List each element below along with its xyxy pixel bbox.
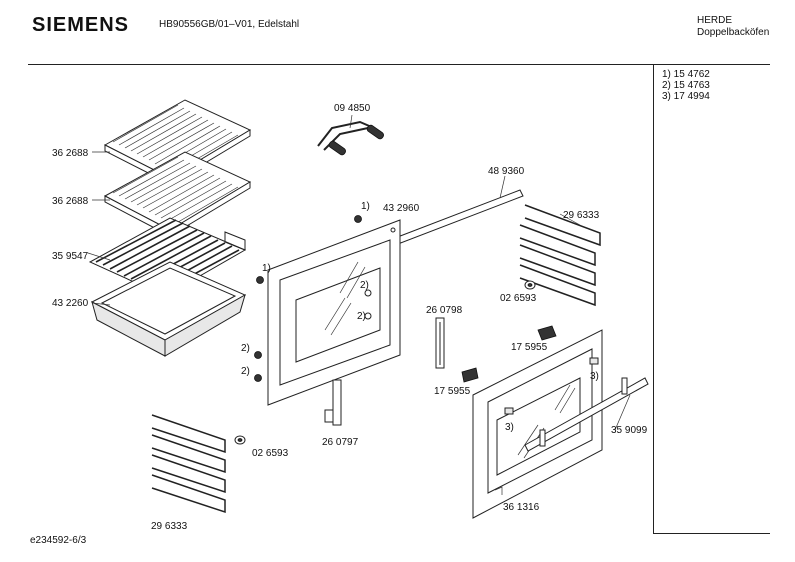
callout-2d: 2) xyxy=(241,366,250,377)
category-block: HERDE Doppelbacköfen xyxy=(697,15,769,39)
callout-2a: 2) xyxy=(360,280,369,291)
label-door-handle: 35 9099 xyxy=(611,425,648,436)
screw-1a[interactable] xyxy=(354,215,362,223)
label-baking-tray: 43 2260 xyxy=(52,298,89,309)
label-side-rail-left: 29 6333 xyxy=(151,521,188,532)
note-1: 1) 15 4762 xyxy=(662,69,710,80)
washer-left[interactable] xyxy=(234,435,246,445)
label-inner-frame: 43 2960 xyxy=(383,203,420,214)
header-divider xyxy=(28,64,770,65)
label-side-rail-right: 29 6333 xyxy=(563,210,600,221)
notes-divider xyxy=(653,64,654,534)
brand-logo: SIEMENS xyxy=(32,14,130,36)
notes-list: 1) 15 4762 2) 15 4763 3) 17 4994 xyxy=(662,69,710,102)
callout-3b: 3) xyxy=(505,422,514,433)
label-grill-rack: 35 9547 xyxy=(52,251,89,262)
label-oven-door: 36 1316 xyxy=(503,502,540,513)
label-hinge-left: 26 0797 xyxy=(322,437,359,448)
drawing-id: e234592-6/3 xyxy=(30,535,87,546)
inner-door-frame[interactable] xyxy=(267,219,401,406)
label-rack-middle: 36 2688 xyxy=(52,196,89,207)
label-rack-top: 36 2688 xyxy=(52,148,89,159)
callout-1b: 1) xyxy=(262,263,271,274)
note-3: 3) 17 4994 xyxy=(662,91,710,102)
hinge-left[interactable] xyxy=(324,379,342,426)
callout-2b: 2) xyxy=(357,311,366,322)
screw-1b[interactable] xyxy=(256,276,264,284)
model-number: HB90556GB/01–V01, Edelstahl xyxy=(159,19,300,30)
long-bar[interactable] xyxy=(394,189,524,245)
label-hinge-clip-bottom: 17 5955 xyxy=(434,386,471,397)
category-line-2: Doppelbacköfen xyxy=(697,27,770,38)
callout-3a: 3) xyxy=(590,371,599,382)
label-handle-tool: 09 4850 xyxy=(334,103,371,114)
label-washer-left: 02 6593 xyxy=(252,448,289,459)
label-washer-right: 02 6593 xyxy=(500,293,537,304)
wire-rack-middle[interactable] xyxy=(103,151,252,237)
callout-2c: 2) xyxy=(241,343,250,354)
hinge-middle[interactable] xyxy=(435,317,445,369)
handle-tool[interactable] xyxy=(317,120,385,156)
hinge-clip-top[interactable] xyxy=(537,325,557,341)
notes-bottom-divider xyxy=(653,533,770,534)
baking-tray[interactable] xyxy=(90,261,247,357)
door-handle[interactable] xyxy=(524,377,649,452)
washer-right[interactable] xyxy=(524,280,536,290)
category-line-1: HERDE xyxy=(697,15,733,26)
callout-1a: 1) xyxy=(361,201,370,212)
hinge-clip-bottom[interactable] xyxy=(461,367,479,383)
label-hinge-clip-top: 17 5955 xyxy=(511,342,548,353)
screw-2a[interactable] xyxy=(254,351,262,359)
label-hinge-middle: 26 0798 xyxy=(426,305,463,316)
leader-lines xyxy=(87,114,631,431)
side-rail-left[interactable] xyxy=(151,414,226,514)
note-2: 2) 15 4763 xyxy=(662,80,710,91)
screw-2b[interactable] xyxy=(254,374,262,382)
label-long-bar: 48 9360 xyxy=(488,166,525,177)
side-rail-right[interactable] xyxy=(519,204,601,307)
oven-door[interactable] xyxy=(472,329,603,519)
